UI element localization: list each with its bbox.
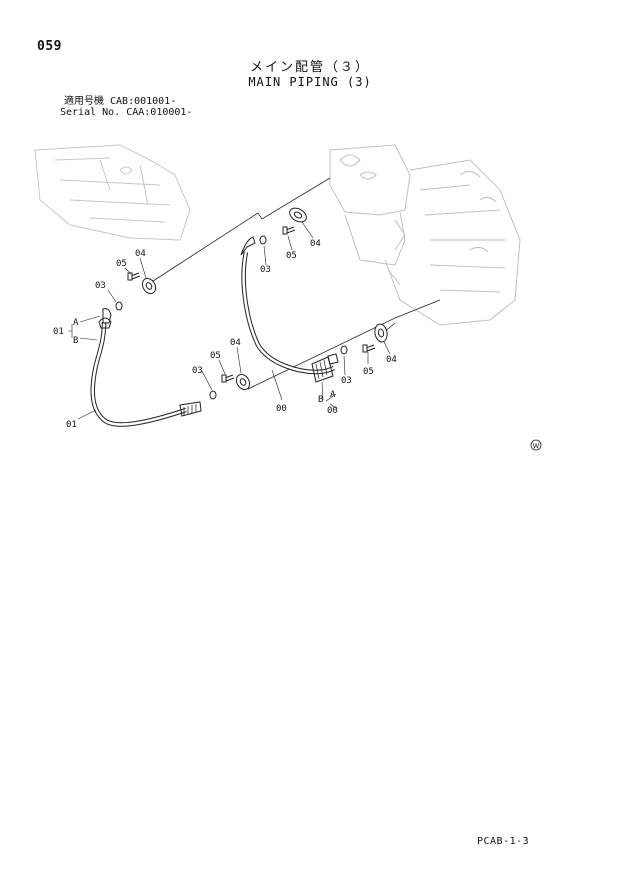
- callout-lines: [68, 221, 391, 420]
- page-code-footer: PCAB-1-3: [477, 836, 530, 847]
- pump-valve-outline: [329, 144, 521, 326]
- serial-range-english: Serial No. CAA:010001-: [60, 107, 193, 118]
- callout-labels: 01 01 A B 03 05 04 03 05 04 03 05 04 00 …: [53, 239, 397, 430]
- callout-05: 05: [363, 367, 374, 377]
- callout-03: 03: [95, 281, 106, 291]
- circled-w-mark: W: [530, 439, 542, 451]
- callout-01: 01: [66, 420, 77, 430]
- bolt-05: [127, 226, 376, 383]
- flange-04: [141, 207, 388, 391]
- callout-03: 03: [192, 366, 203, 376]
- callout-04: 04: [230, 338, 241, 348]
- engine-outline: [34, 144, 191, 241]
- callout-01: 01: [53, 327, 64, 337]
- callout-A: A: [330, 390, 336, 400]
- callout-05: 05: [210, 351, 221, 361]
- title-japanese: メイン配管（３）: [249, 60, 370, 75]
- hose-00: [240, 236, 339, 383]
- o-ring-03: [115, 235, 348, 400]
- callout-03: 03: [260, 265, 271, 275]
- page-number: 059: [37, 39, 62, 54]
- callout-04: 04: [386, 355, 397, 365]
- callout-B: B: [73, 336, 78, 346]
- serial-range-japanese: 適用号機 CAB:001001-: [64, 96, 177, 107]
- callout-03: 03: [341, 376, 352, 386]
- hose-01: [90, 308, 202, 427]
- callout-00: 00: [276, 404, 287, 414]
- callout-04: 04: [135, 249, 146, 259]
- title-english: MAIN PIPING (3): [248, 75, 372, 89]
- callout-05: 05: [286, 251, 297, 261]
- svg-text:W: W: [533, 442, 540, 450]
- callout-00: 00: [327, 406, 338, 416]
- callout-B: B: [318, 395, 323, 405]
- callout-A: A: [73, 318, 79, 328]
- callout-04: 04: [310, 239, 321, 249]
- callout-05: 05: [116, 259, 127, 269]
